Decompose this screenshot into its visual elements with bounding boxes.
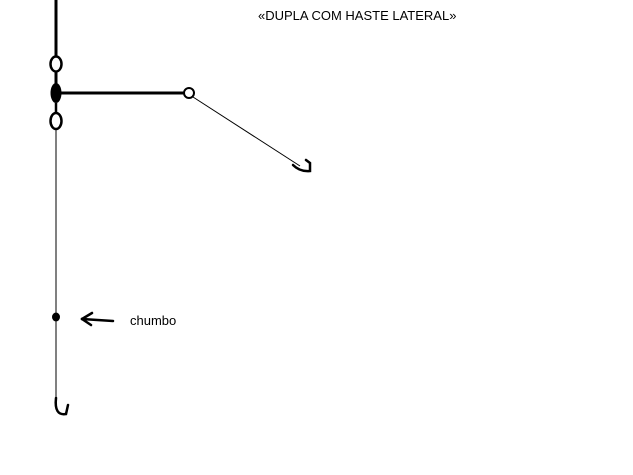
lower-swivel-ring — [49, 111, 63, 131]
weight-label: chumbo — [130, 313, 177, 328]
arrow-left-icon — [80, 311, 115, 327]
center-swivel — [50, 83, 62, 103]
side-snood — [192, 96, 301, 167]
side-hook-icon — [291, 158, 312, 173]
bottom-hook-icon — [54, 396, 70, 416]
arm-end-ring — [183, 87, 195, 99]
upper-swivel-ring — [49, 55, 63, 73]
diagram-title: «DUPLA COM HASTE LATERAL» — [258, 8, 457, 23]
weight-sinker — [52, 312, 60, 322]
